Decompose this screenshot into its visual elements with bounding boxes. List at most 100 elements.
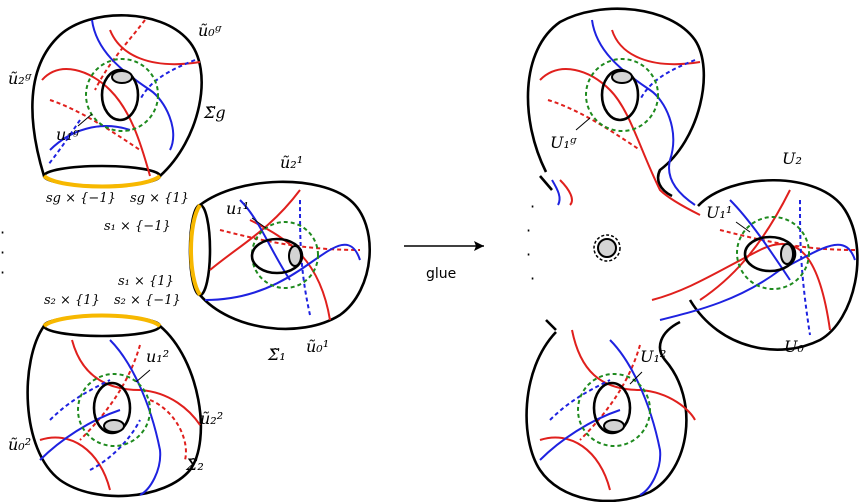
glued-top-red-2 <box>611 29 701 66</box>
sigma-g-red-1 <box>41 68 151 177</box>
sigma-1-green-circle <box>251 221 319 289</box>
glued-top-blue-3 <box>639 59 696 101</box>
sigma-g-red-3 <box>49 99 141 151</box>
surface-sigma-1 <box>188 180 371 331</box>
label-U2: U₂ <box>782 149 802 168</box>
label-u1-1: u₁¹ <box>226 199 249 218</box>
label-u2g: ũ₂ᵍ <box>8 69 33 88</box>
sigma-2-red-3 <box>79 344 141 441</box>
label-s1-minus1: s₁ × {−1} <box>104 219 171 234</box>
sigma-1-hole <box>288 245 302 267</box>
label-u0-2: ũ₀² <box>8 435 31 454</box>
sigma-2-blue-4 <box>89 419 141 471</box>
right-ellipsis-dot-3: · <box>526 245 531 264</box>
label-u0g: ũ₀ᵍ <box>198 21 223 40</box>
glued-top-hole <box>611 70 633 84</box>
glued-bottom-red-1 <box>571 329 696 421</box>
surface-sigma-2 <box>26 313 203 498</box>
glued-bottom-blue-1 <box>609 339 662 496</box>
sigma-1-blue-3 <box>299 199 311 316</box>
label-s2-minus1: s₂ × {−1} <box>114 293 181 308</box>
glued-bottom-blue-2 <box>539 409 621 461</box>
glued-bottom-red-3 <box>579 344 641 441</box>
sigma-g-outline <box>31 14 203 177</box>
sigma-2-green-circle <box>77 373 151 447</box>
label-u1-2: u₁² <box>146 347 169 366</box>
sigma-2-red-2 <box>39 436 111 491</box>
sigma-g-handle <box>100 68 140 122</box>
sigma-g-hole <box>111 70 133 84</box>
sigma-g-boundary-yellow <box>42 174 162 189</box>
glued-right-red-2 <box>651 243 831 331</box>
glued-bottom-lobe-outline <box>525 320 688 502</box>
sigma-2-hole <box>103 419 125 433</box>
sigma-1-blue-1 <box>204 243 361 301</box>
sigma-2-blue-2 <box>39 409 121 461</box>
glued-cut-top <box>539 175 553 191</box>
label-u2-2: ũ₂² <box>200 409 223 428</box>
sigma-g-red-4 <box>94 19 146 91</box>
label-u2-1: ũ₂¹ <box>280 153 303 172</box>
glued-top-red-3 <box>559 179 573 206</box>
glued-top-handle <box>600 68 640 122</box>
glued-right-hole <box>780 243 794 265</box>
glued-top-red-4 <box>547 99 641 151</box>
sigma-g-green-circle <box>85 58 159 132</box>
label-s2-plus1: s₂ × {1} <box>44 293 100 308</box>
sigma-2-blue-3 <box>49 379 111 421</box>
glued-bottom-green-circle <box>577 373 651 447</box>
label-s1-plus1: s₁ × {1} <box>118 274 174 289</box>
sigma-2-red-1 <box>71 339 201 426</box>
glued-top-lobe-outline <box>526 7 706 198</box>
sigma-2-handle <box>92 381 132 435</box>
label-U0: U₀ <box>784 337 804 356</box>
right-ellipsis-dot-4: · <box>530 269 535 288</box>
glue-arrow-head <box>474 241 484 251</box>
arrow-U1g <box>575 117 591 131</box>
glued-right-red-1 <box>699 189 791 301</box>
glued-right-handle <box>743 235 797 273</box>
sigma-1-boundary-yellow <box>189 203 202 297</box>
glued-top-red-1 <box>539 68 701 216</box>
glued-bottom-hole <box>603 419 625 433</box>
label-sg-minus1: sg × {−1} <box>46 191 116 206</box>
label-u0-1: ũ₀¹ <box>306 337 329 356</box>
label-U1g: U₁ᵍ <box>550 133 578 152</box>
ellipsis-dot-3: · <box>0 263 5 282</box>
glued-top-blue-1 <box>591 19 696 206</box>
glued-right-green-circle <box>736 216 810 290</box>
arrow-u1-1 <box>251 217 267 229</box>
sigma-2-blue-1 <box>109 339 162 496</box>
sigma-g-blue-4 <box>47 119 81 166</box>
label-u1g: u₁ᵍ <box>56 125 81 144</box>
label-sigma-g: Σ̃g <box>203 103 226 122</box>
sigma-2-outline <box>26 325 203 498</box>
sigma-g-blue-2 <box>49 125 131 151</box>
sigma-2-boundary-yellow <box>42 313 162 328</box>
label-sg-plus1: sg × {1} <box>130 191 189 206</box>
glued-top-blue-2 <box>551 179 561 206</box>
sigma-1-red-3 <box>219 229 361 251</box>
label-sigma-1: Σ̃₁ <box>267 345 286 364</box>
glued-right-blue-2 <box>729 199 791 281</box>
label-U1-1: U₁¹ <box>706 203 732 222</box>
sigma-2-red-4 <box>149 399 187 461</box>
glued-right-blue-3 <box>799 199 811 336</box>
glued-right-red-3 <box>719 229 856 251</box>
arrow-u1g <box>77 113 93 127</box>
label-glue: glue <box>426 266 456 282</box>
glued-bottom-blue-3 <box>549 379 611 421</box>
ellipsis-dot-2: · <box>0 243 5 262</box>
sigma-1-outline <box>199 180 371 331</box>
center-puncture <box>597 238 617 258</box>
sigma-1-red-1 <box>209 189 301 271</box>
glued-cut-bottom <box>545 319 557 331</box>
label-sigma-2: Σ̃₂ <box>185 455 204 474</box>
center-puncture-outer <box>593 234 621 262</box>
glued-top-green-circle <box>585 58 659 132</box>
glued-bottom-red-2 <box>539 436 611 491</box>
right-ellipsis-dot-1: · <box>530 197 535 216</box>
arrow-U1-1 <box>735 221 751 233</box>
glued-bottom-handle <box>592 381 632 435</box>
